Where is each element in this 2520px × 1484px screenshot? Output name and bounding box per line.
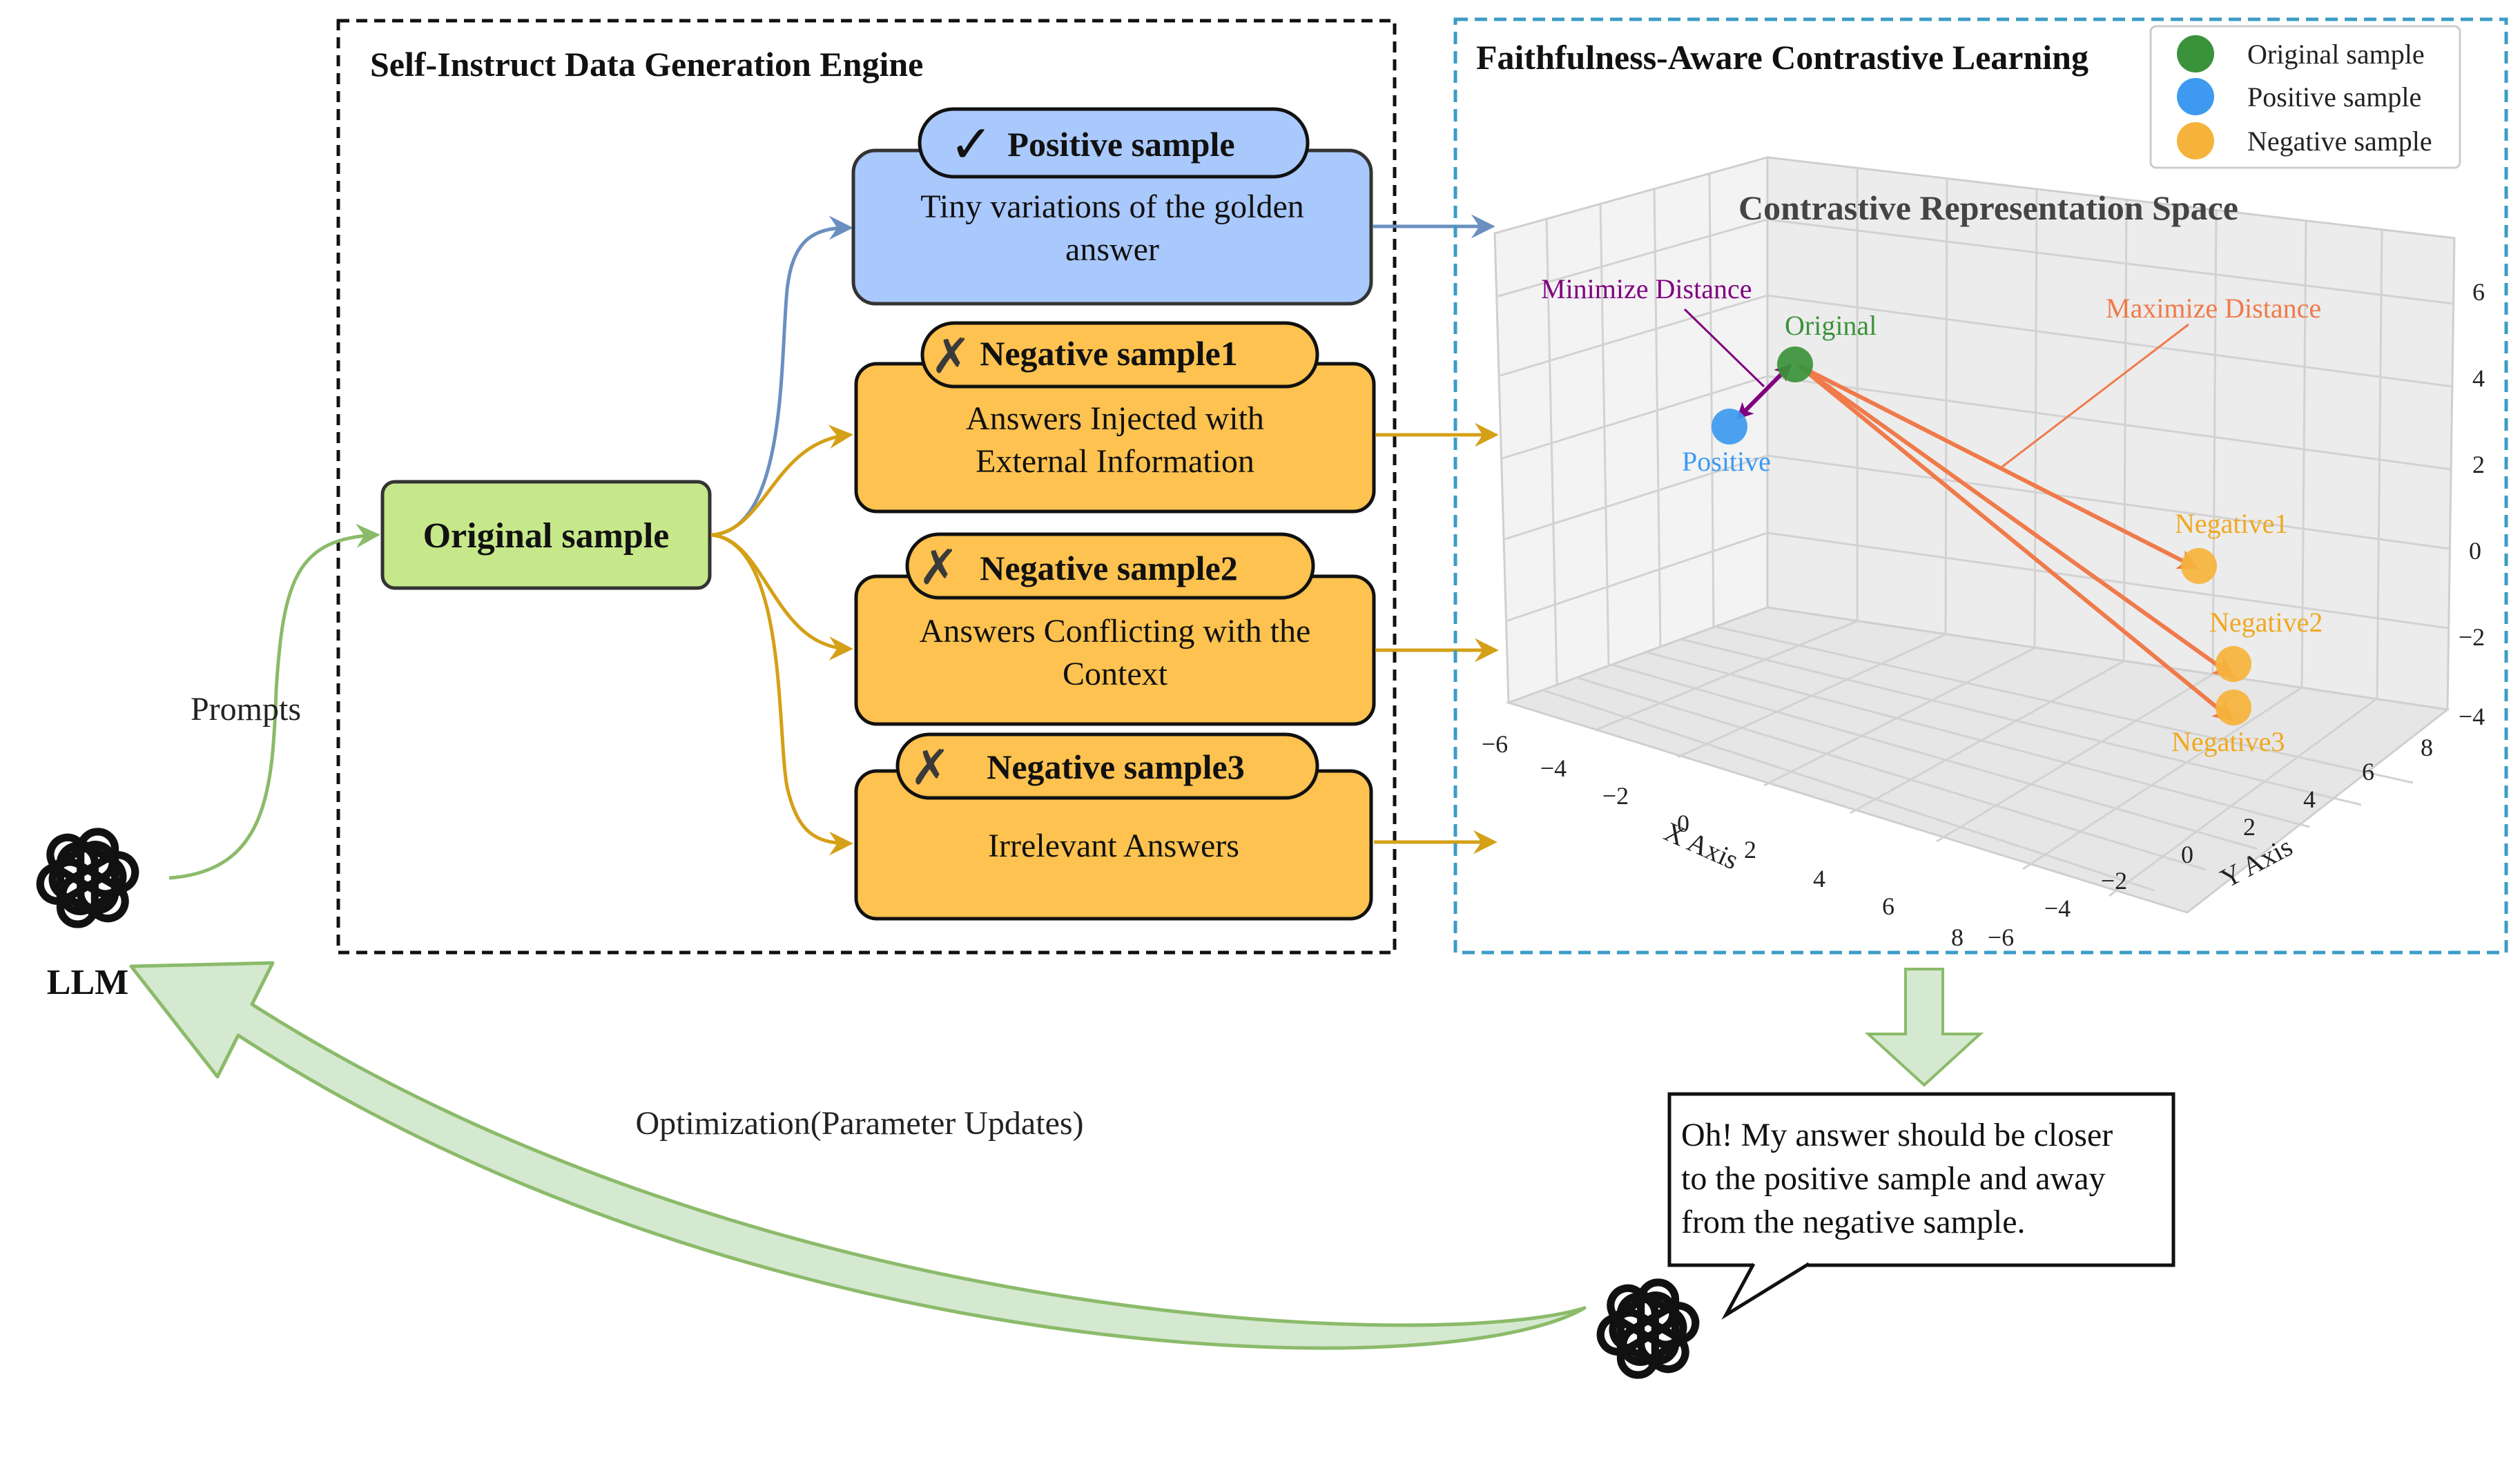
point-negative2 [2216, 646, 2251, 682]
z-tick: 6 [2472, 278, 2485, 306]
negative-sample3-tab [895, 732, 1319, 800]
x-axis-label: X Axis [1660, 816, 1743, 876]
z-tick: 2 [2472, 451, 2485, 478]
y-tick: 0 [2181, 841, 2193, 868]
plot-title: Contrastive Representation Space [1738, 188, 2238, 227]
x-tick: 4 [1813, 865, 1825, 892]
x-tick: 0 [1677, 810, 1689, 837]
y-tick: 6 [2362, 758, 2374, 785]
negative-sample1-desc-line2: External Information [976, 443, 1254, 480]
z-tick: −2 [2459, 623, 2485, 651]
y-tick: −2 [2101, 867, 2127, 895]
llm-logo-icon [1594, 1282, 1702, 1376]
z-tick: 4 [2472, 364, 2485, 392]
right-panel-frame [1453, 17, 2508, 955]
speech-line-1: Oh! My answer should be closer [1681, 1117, 2113, 1153]
original-sample-label: Original sample [423, 516, 670, 556]
point-original [1777, 346, 1813, 382]
x-tick: 2 [1744, 836, 1756, 863]
maximize-pointer [1998, 323, 2189, 471]
positive-sample-tab-label: Positive sample [1007, 125, 1234, 164]
check-icon: ✓ [949, 116, 994, 174]
cross-icon: ✗ [931, 331, 971, 384]
negative-sample2-tab [905, 532, 1315, 600]
point-positive [1712, 409, 1747, 445]
y-tick: 4 [2303, 785, 2316, 813]
speech-bubble-tail [1721, 1262, 1810, 1320]
left-panel-title: Self-Instruct Data Generation Engine [370, 45, 923, 84]
right-panel-title: Faithfulness-Aware Contrastive Learning [1476, 38, 2088, 77]
negative-sample3-desc-line1: Irrelevant Answers [988, 828, 1239, 864]
y-tick: 8 [2421, 734, 2433, 761]
grid-lines [1495, 168, 2454, 897]
label-original: Original [1785, 310, 1877, 341]
legend-marker-positive [2177, 78, 2214, 115]
label-negative1: Negative1 [2175, 508, 2288, 539]
branch-to-negative1 [710, 424, 853, 537]
z-tick: −4 [2459, 703, 2485, 730]
speech-line-2: to the positive sample and away [1681, 1160, 2106, 1197]
positive-sample-desc-line2: answer [1065, 231, 1159, 268]
maximize-arrow-negative2 [1798, 364, 2235, 677]
positive-sample-tab [918, 107, 1310, 179]
negative-sample1-desc-line1: Answers Injected with [966, 400, 1264, 437]
original-sample-node [380, 480, 712, 590]
x-tick: −6 [1482, 730, 1508, 758]
left-panel-frame [336, 19, 1397, 955]
negative-sample3-tab-label: Negative sample3 [987, 748, 1245, 786]
down-arrow [1864, 968, 1984, 1087]
legend-marker-negative [2177, 122, 2214, 159]
speech-bubble [1667, 1092, 2175, 1267]
x-tick: 6 [1882, 892, 1894, 920]
negative-sample2-tab-label: Negative sample2 [980, 549, 1238, 587]
label-negative2: Negative2 [2209, 607, 2323, 638]
speech-line-3: from the negative sample. [1681, 1204, 2026, 1240]
minimize-distance-label: Minimize Distance [1541, 273, 1752, 304]
negative-sample1-tab-label: Negative sample1 [980, 334, 1238, 373]
legend-box [2149, 25, 2461, 169]
llm-logo-icon [34, 831, 142, 925]
x-tick: 8 [1951, 924, 1964, 951]
label-positive: Positive [1682, 446, 1771, 477]
negative-sample2-desc-line1: Answers Conflicting with the [920, 613, 1311, 650]
maximize-distance-label: Maximize Distance [2106, 293, 2321, 324]
z-tick: 0 [2469, 537, 2481, 565]
negative-sample1-tab [920, 321, 1319, 389]
legend-label-original: Original sample [2247, 39, 2425, 70]
maximize-arrow-negative1 [1798, 364, 2199, 569]
llm-label: LLM [47, 963, 128, 1002]
branch-to-positive [710, 215, 853, 537]
cross-icon: ✗ [910, 742, 951, 795]
cross-icon: ✗ [918, 542, 959, 595]
legend-label-negative: Negative sample [2247, 126, 2432, 157]
branch-to-negative2 [710, 533, 853, 661]
optimization-arrow [129, 961, 1587, 1350]
label-negative3: Negative3 [2171, 726, 2285, 757]
positive-sample-desc-line1: Tiny variations of the golden [920, 188, 1304, 225]
optimization-label: Optimization(Parameter Updates) [635, 1105, 1083, 1142]
x-tick: −4 [1540, 754, 1567, 782]
point-negative3 [2216, 690, 2251, 725]
maximize-arrow-negative3 [1798, 364, 2234, 722]
legend-label-positive: Positive sample [2247, 81, 2421, 113]
negative-sample2-desc-line2: Context [1063, 656, 1168, 692]
branch-to-negative3 [710, 533, 853, 856]
y-tick: −6 [1988, 924, 2014, 951]
legend-marker-original [2177, 35, 2214, 72]
x-tick: −2 [1602, 782, 1629, 810]
y-tick: −4 [2044, 895, 2071, 922]
y-tick: 2 [2243, 813, 2256, 841]
point-negative1 [2181, 548, 2217, 584]
prompts-label: Prompts [191, 691, 301, 728]
prompts-arrow [168, 523, 380, 880]
